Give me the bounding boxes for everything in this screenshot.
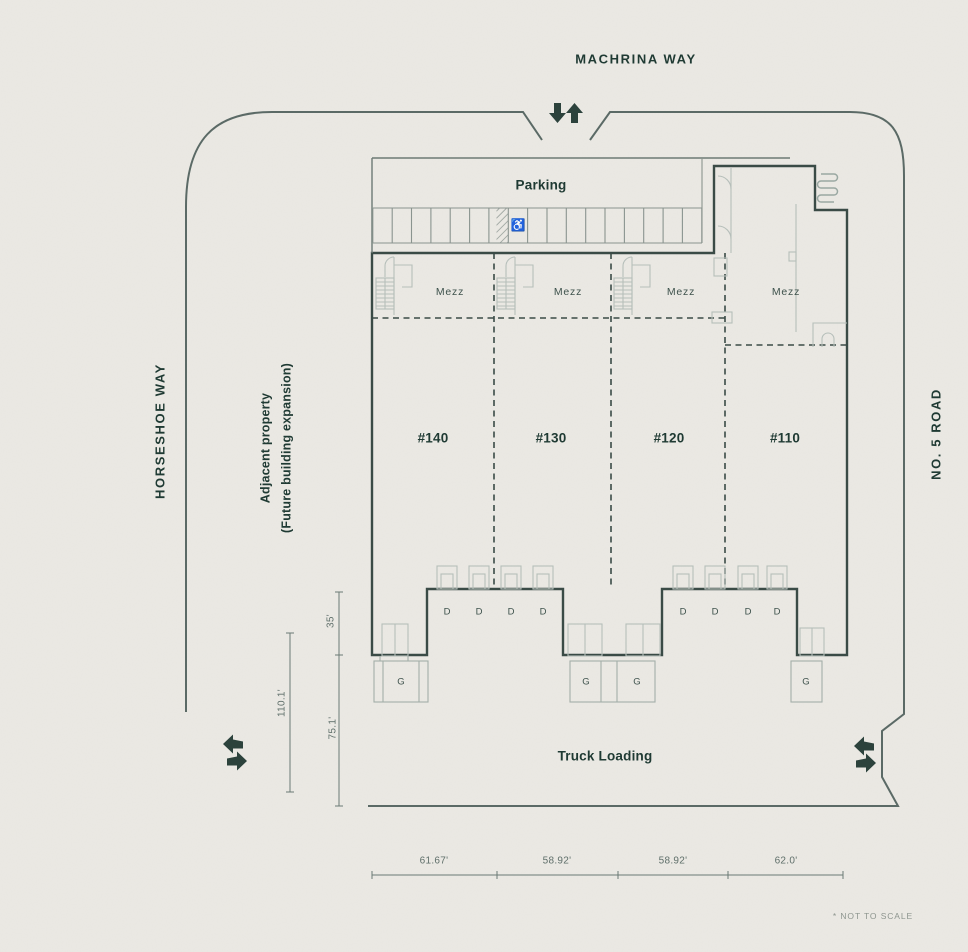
accessible-parking-icon: ♿ (510, 218, 526, 232)
bike-rack-symbol (816, 173, 839, 203)
stair-unit-140 (375, 256, 413, 315)
dock-door-label: D (773, 606, 781, 618)
grade-door-label: G (582, 676, 590, 688)
unit-divider-dashed-lines (372, 253, 847, 589)
dock-door-label: D (679, 606, 687, 618)
unit-110-interior (711, 168, 847, 347)
adjacent-property-line1: Adjacent property (258, 392, 273, 504)
dimension-bottom-3: 58.92' (658, 855, 688, 867)
dimension-bottom-2: 58.92' (542, 855, 572, 867)
east-arrow-right-icon (856, 753, 876, 773)
east-arrow-left-icon (854, 736, 874, 756)
property-boundary (185, 111, 905, 807)
dimension-lines (286, 591, 844, 879)
dimension-left-35: 35' (325, 614, 337, 628)
not-to-scale-note: * NOT TO SCALE (832, 911, 914, 921)
dimension-left-110-1: 110.1' (276, 689, 288, 717)
dock-door-label: D (475, 606, 483, 618)
dock-door-label: D (539, 606, 547, 618)
dimension-left-75-1: 75.1' (327, 716, 339, 740)
grade-door-boxes (373, 656, 823, 703)
mezz-label-140: Mezz (435, 286, 465, 298)
mezz-label-130: Mezz (553, 286, 583, 298)
equipment-boxes (381, 623, 825, 657)
stair-unit-130 (496, 256, 534, 315)
stair-unit-120 (613, 256, 651, 315)
parking-area-lines (371, 157, 790, 253)
traffic-arrows (223, 103, 876, 773)
dimension-bottom-1: 61.67' (419, 855, 449, 867)
unit-label-130: #130 (535, 430, 567, 446)
dock-door-label: D (443, 606, 451, 618)
street-machrina-way: MACHRINA WAY (575, 51, 697, 67)
dimension-bottom-4: 62.0' (774, 855, 798, 867)
truck-loading-label: Truck Loading (557, 748, 653, 764)
hatched-parking-stall (496, 208, 508, 243)
adjacent-property-label: Adjacent property (Future building expan… (255, 363, 296, 533)
building-outline (370, 164, 849, 657)
mezz-label-110: Mezz (771, 286, 801, 298)
dock-door-label: D (711, 606, 719, 618)
grade-door-label: G (397, 676, 405, 688)
unit-label-110: #110 (769, 430, 801, 446)
grade-door-label: G (633, 676, 641, 688)
dock-door-label: D (744, 606, 752, 618)
parking-label: Parking (515, 177, 567, 193)
unit-label-120: #120 (653, 430, 685, 446)
interior-details (373, 168, 847, 703)
dock-bumpers (436, 565, 788, 590)
west-arrow-right-icon (227, 751, 247, 771)
dock-door-label: D (507, 606, 515, 618)
unit-label-140: #140 (417, 430, 449, 446)
mezz-label-120: Mezz (666, 286, 696, 298)
street-no-5-road: NO. 5 ROAD (928, 388, 944, 480)
adjacent-property-line2: (Future building expansion) (279, 363, 293, 533)
entry-arrow-up-icon (566, 103, 583, 123)
grade-door-label: G (802, 676, 810, 688)
street-horseshoe-way: HORSESHOE WAY (152, 363, 168, 499)
west-arrow-left-icon (223, 734, 243, 754)
entry-arrow-down-icon (549, 103, 566, 123)
